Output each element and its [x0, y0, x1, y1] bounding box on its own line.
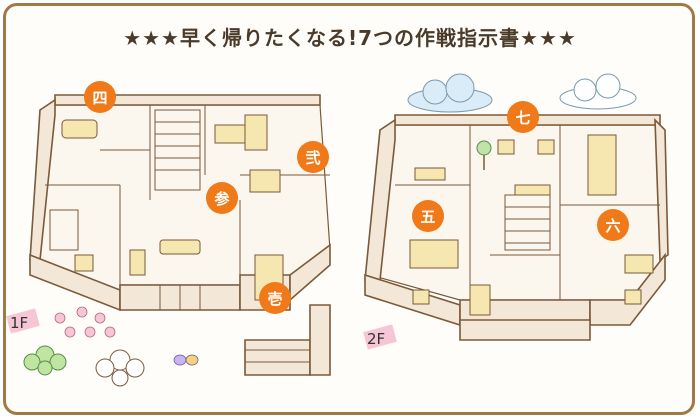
marker-2: 弐	[297, 141, 329, 173]
first-floor-plan	[29, 94, 331, 376]
svg-text:参: 参	[214, 190, 230, 208]
marker-3: 参	[206, 182, 238, 214]
svg-text:七: 七	[515, 109, 530, 127]
cloud-icon	[559, 73, 637, 110]
svg-text:2F: 2F	[367, 330, 385, 348]
marker-7: 七	[507, 101, 539, 133]
svg-text:四: 四	[92, 89, 107, 107]
svg-text:弐: 弐	[305, 149, 320, 167]
second-floor-plan	[364, 114, 669, 341]
cloud-icon	[407, 73, 493, 113]
floor-label-1f: 1F	[6, 308, 40, 334]
entrance-steps	[244, 304, 331, 376]
svg-text:壱: 壱	[267, 290, 282, 308]
tree-icon	[476, 140, 492, 170]
svg-text:五: 五	[420, 208, 435, 226]
floor-label-2f: 2F	[363, 324, 397, 350]
marker-5: 五	[412, 200, 444, 232]
flower-icon	[54, 306, 116, 338]
butterfly-icon	[173, 354, 199, 366]
marker-4: 四	[84, 81, 116, 113]
svg-text:六: 六	[605, 217, 620, 235]
first-floor-stairs	[154, 109, 201, 191]
page-title: ★★★早く帰りたくなる!7つの作戦指示書★★★	[123, 26, 577, 50]
flower-icon	[23, 345, 67, 376]
marker-6: 六	[597, 209, 629, 241]
flower-icon	[95, 349, 145, 387]
marker-1: 壱	[259, 282, 291, 314]
svg-text:1F: 1F	[10, 314, 28, 332]
